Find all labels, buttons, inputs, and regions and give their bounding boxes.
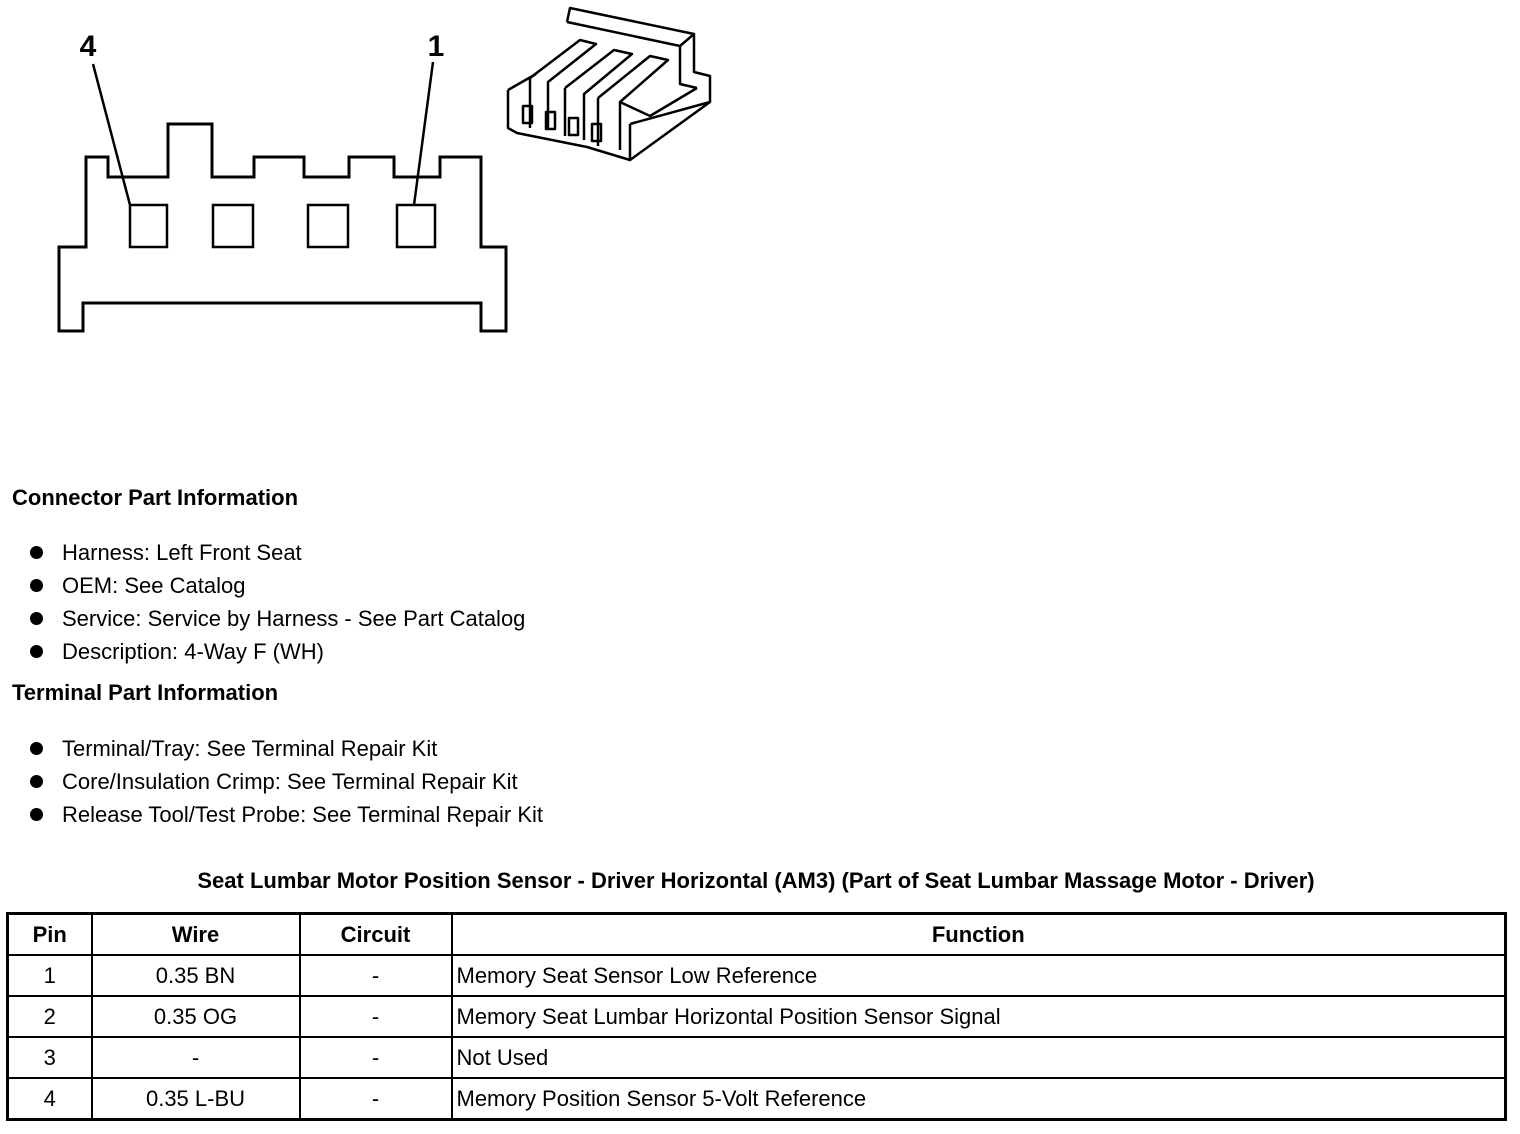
pin-1-leader-line [412, 61, 435, 206]
list-item: Release Tool/Test Probe: See Terminal Re… [28, 798, 543, 831]
terminal-cavity-4 [128, 203, 169, 249]
bullet-icon [30, 612, 43, 625]
connector-isometric-illustration [506, 6, 712, 162]
table-caption: Seat Lumbar Motor Position Sensor - Driv… [197, 868, 1315, 893]
cell-function: Memory Seat Sensor Low Reference [450, 954, 1507, 997]
terminal-cavity-1 [395, 203, 437, 249]
list-item: OEM: See Catalog [28, 569, 525, 602]
pin-4-label: 4 [80, 30, 97, 63]
connector-face-outline [57, 122, 508, 333]
column-header-pin: Pin [6, 912, 93, 956]
connector-part-info-list: Harness: Left Front Seat OEM: See Catalo… [28, 536, 525, 668]
cell-wire: 0.35 L-BU [90, 1077, 301, 1121]
terminal-part-info-list: Terminal/Tray: See Terminal Repair Kit C… [28, 732, 543, 831]
cell-circuit: - [298, 1036, 453, 1079]
column-header-circuit: Circuit [298, 912, 453, 956]
table-header-row: Pin Wire Circuit Function [6, 912, 1507, 956]
terminal-cavity-2 [306, 203, 350, 249]
terminal-cavity-3 [211, 203, 255, 249]
column-header-wire: Wire [90, 912, 301, 956]
bullet-icon [30, 579, 43, 592]
table-row: 2 0.35 OG - Memory Seat Lumbar Horizonta… [6, 995, 1507, 1038]
pin-4-leader-line [91, 63, 132, 206]
bullet-icon [30, 808, 43, 821]
cell-function: Memory Position Sensor 5-Volt Reference [450, 1077, 1507, 1121]
connector-part-info-heading: Connector Part Information [12, 485, 299, 510]
list-item: Terminal/Tray: See Terminal Repair Kit [28, 732, 543, 765]
cell-circuit: - [298, 995, 453, 1038]
bullet-icon [30, 775, 43, 788]
table-row: 1 0.35 BN - Memory Seat Sensor Low Refer… [6, 954, 1507, 997]
cell-pin: 4 [6, 1077, 93, 1121]
cell-wire: - [90, 1036, 301, 1079]
cell-circuit: - [298, 1077, 453, 1121]
list-item: Service: Service by Harness - See Part C… [28, 602, 525, 635]
cell-wire: 0.35 BN [90, 954, 301, 997]
column-header-function: Function [450, 912, 1507, 956]
pin-1-label: 1 [428, 30, 445, 63]
bullet-icon [30, 742, 43, 755]
cell-function: Memory Seat Lumbar Horizontal Position S… [450, 995, 1507, 1038]
cell-pin: 3 [6, 1036, 93, 1079]
pinout-table: Pin Wire Circuit Function 1 0.35 BN - Me… [6, 912, 1507, 1121]
cell-pin: 2 [6, 995, 93, 1038]
list-item: Core/Insulation Crimp: See Terminal Repa… [28, 765, 543, 798]
list-item: Harness: Left Front Seat [28, 536, 525, 569]
table-row: 4 0.35 L-BU - Memory Position Sensor 5-V… [6, 1077, 1507, 1121]
cell-circuit: - [298, 954, 453, 997]
cell-wire: 0.35 OG [90, 995, 301, 1038]
connector-diagram: 4 1 [57, 6, 712, 333]
terminal-part-info-heading: Terminal Part Information [12, 680, 279, 705]
cell-function: Not Used [450, 1036, 1507, 1079]
bullet-icon [30, 546, 43, 559]
cell-pin: 1 [6, 954, 93, 997]
list-item: Description: 4-Way F (WH) [28, 635, 525, 668]
bullet-icon [30, 645, 43, 658]
table-row: 3 - - Not Used [6, 1036, 1507, 1079]
